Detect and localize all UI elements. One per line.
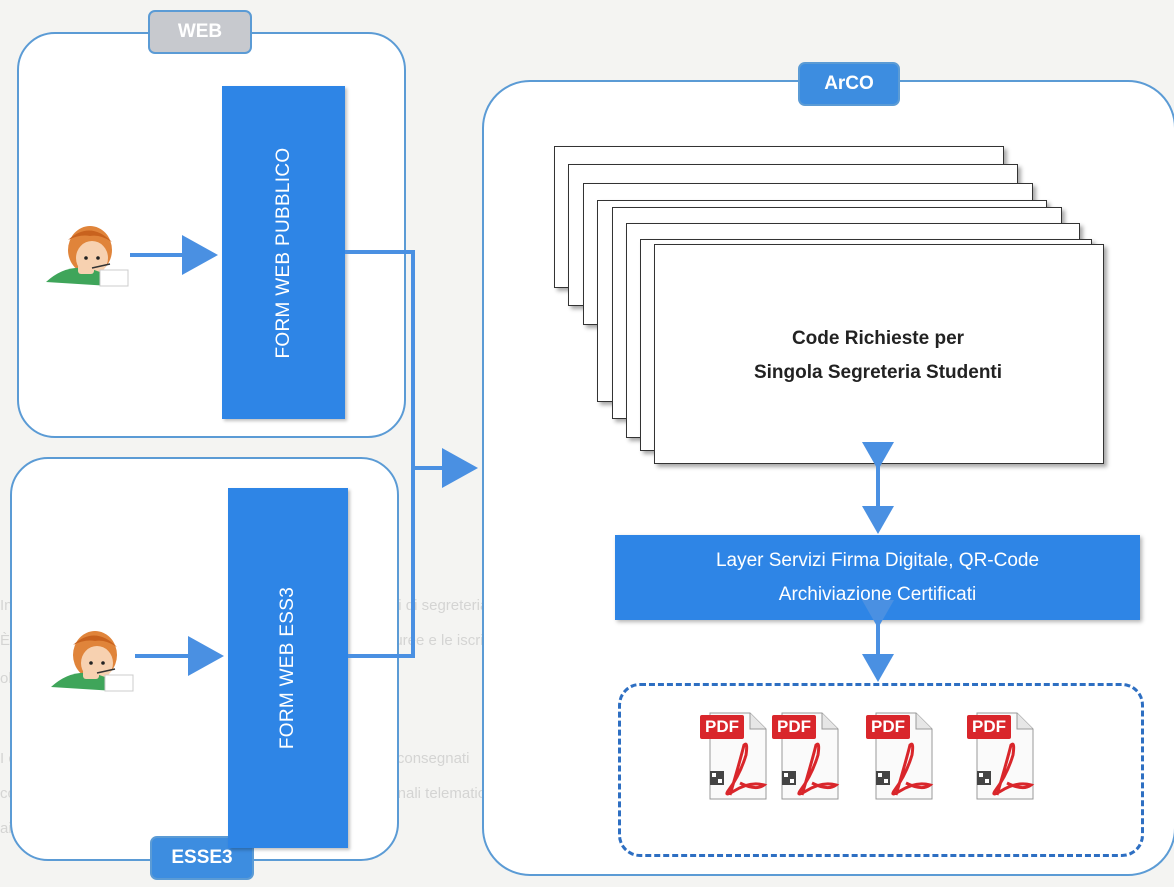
form-web-pubblico-bar: FORM WEB PUBBLICO [222,86,345,419]
archive-area [618,683,1144,857]
arco-tag: ArCO [798,62,900,106]
esse3-tag: ESSE3 [150,836,254,880]
web-tag: WEB [148,10,252,54]
pdf-document-icon: PDF [700,711,768,801]
pdf-document-icon: PDF [866,711,934,801]
acrobat-logo-icon [992,742,1035,796]
pdf-label: PDF [772,715,816,739]
layer-line2: Archiviazione Certificati [778,584,977,605]
web-panel [17,32,406,438]
acrobat-logo-icon [891,742,934,796]
form-web-pubblico-label: FORM WEB PUBBLICO [272,147,294,358]
queue-title: Code Richieste per Singola Segreteria St… [653,322,1103,390]
acrobat-logo-icon [725,742,768,796]
pdf-document-icon: PDF [967,711,1035,801]
pdf-label: PDF [967,715,1011,739]
queue-title-line2: Singola Segreteria Studenti [753,362,1003,383]
form-web-ess3-label: FORM WEB ESS3 [277,586,298,750]
pdf-label: PDF [700,715,744,739]
layer-line1: Layer Servizi Firma Digitale, QR-Code [715,550,1040,571]
layer-servizi-box: Layer Servizi Firma Digitale, QR-Code Ar… [615,535,1140,620]
pdf-label: PDF [866,715,910,739]
queue-title-line1: Code Richieste per [791,328,965,349]
form-web-ess3-bar: FORM WEB ESS3 [228,488,348,848]
acrobat-logo-icon [797,742,840,796]
queue-card-front [654,244,1104,464]
pdf-document-icon: PDF [772,711,840,801]
